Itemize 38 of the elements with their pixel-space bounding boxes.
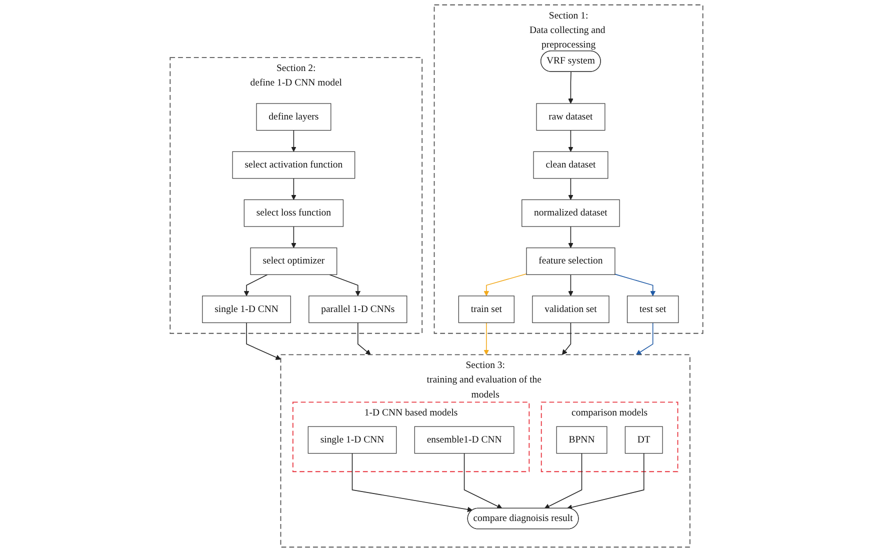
arrow [291,178,296,200]
node-box: parallel 1-D CNNs [308,296,408,324]
arrow [568,178,574,200]
node-box: clean dataset [533,151,608,179]
arrow [484,322,490,355]
node-box: single 1-D CNN [202,296,291,324]
arrow [291,226,296,248]
node-box: select optimizer [250,248,338,275]
node-box: normalized dataset [522,199,620,227]
arrow [244,274,268,296]
node-box: train set [458,296,514,324]
arrow [464,452,502,509]
node-box: ensemble1-D CNN [414,426,514,454]
arrow [568,226,574,248]
arrow [568,274,574,296]
node-box: validation set [532,296,610,324]
node-box: select activation function [232,151,356,179]
arrow [636,322,654,355]
arrow [562,322,572,355]
arrow [568,130,574,152]
arrow [484,273,527,296]
arrow [566,452,644,510]
node-box: single 1-D CNN [308,426,397,454]
arrow [568,71,574,104]
node-box: BPNN [556,426,608,454]
arrow [352,452,473,512]
node-box: feature selection [526,248,616,275]
node-box: DT [624,426,663,454]
arrow [291,130,296,152]
node-box: define layers [256,103,332,131]
arrow [544,452,582,509]
arrow [358,322,371,355]
node-box: test set [626,296,679,324]
arrow [329,274,361,296]
node-box: select loss function [244,199,344,227]
arrow [246,322,281,360]
node-box: raw dataset [536,103,606,131]
arrow [614,274,656,296]
